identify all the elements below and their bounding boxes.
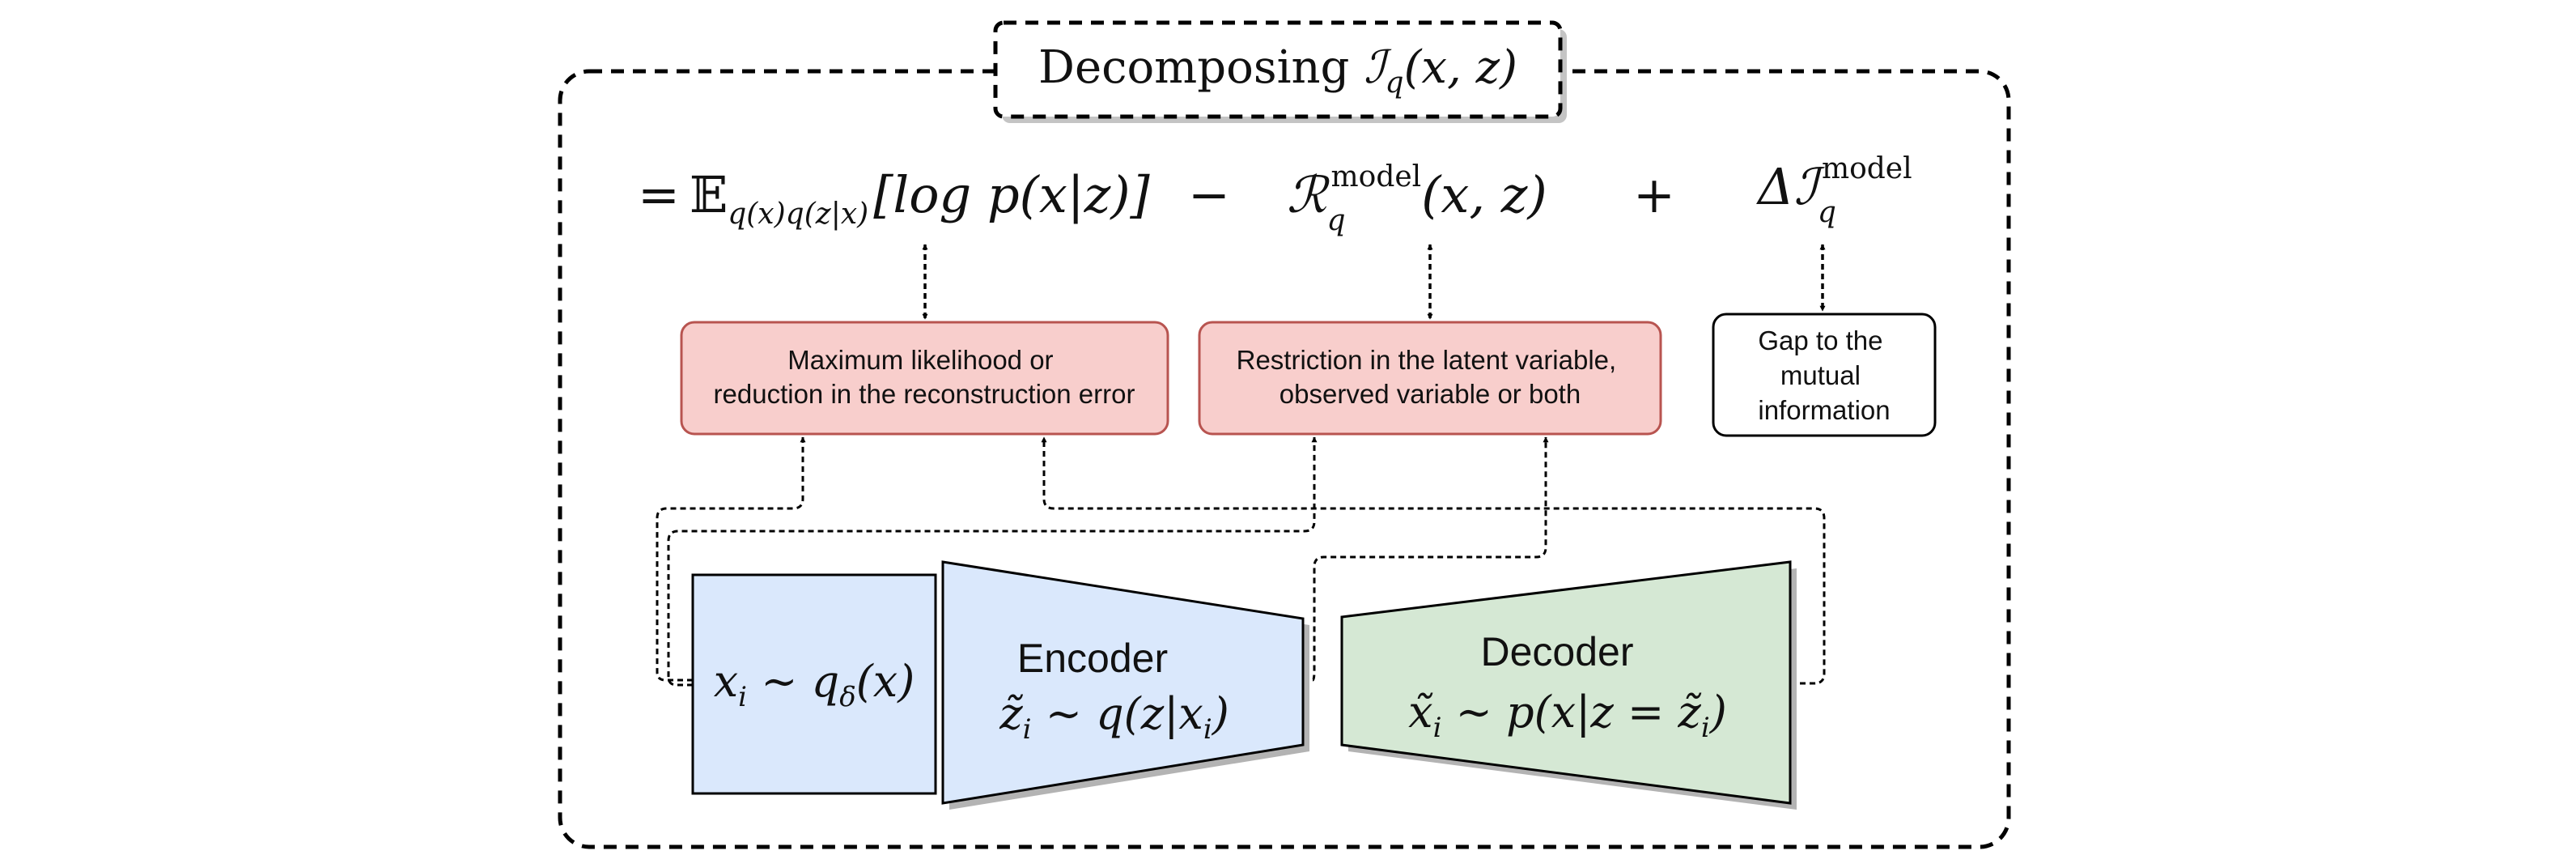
- decoder-to-likelihood-connector: [1041, 436, 1826, 685]
- equation-plus: +: [1633, 165, 1675, 224]
- input-to-restriction-connector: [667, 436, 1318, 687]
- likelihood-box-text: Maximum likelihood or reduction in the r…: [714, 345, 1135, 409]
- input-to-likelihood-connector: [656, 436, 806, 682]
- decoder-block: [1340, 560, 1792, 805]
- equation-expectation-term: =𝔼q(x)q(z|x)[log p(x|z)]: [638, 165, 1151, 231]
- encoder-label: Encoder: [1017, 636, 1168, 681]
- title-text: Decomposing ℐq(x, z): [1038, 41, 1517, 100]
- outer-frame: [558, 69, 2011, 849]
- decoder-formula: x̃i ∼ p(x|z = z̃i): [1408, 687, 1727, 744]
- equation-gap-term: Δℐqmodel: [1756, 152, 1912, 229]
- encoder-formula: z̃i ∼ q(z|xi): [999, 688, 1229, 746]
- input-block: [691, 573, 937, 795]
- equation-minus: −: [1188, 165, 1230, 224]
- gap-box: [1712, 313, 1937, 437]
- title-box: [993, 20, 1563, 119]
- restriction-box: [1198, 321, 1662, 436]
- gap-box-text: Gap to the mutual information: [1758, 325, 1890, 425]
- input-block-formula: xi ∼ qδ(x): [714, 656, 915, 713]
- decoder-label: Decoder: [1481, 629, 1634, 674]
- likelihood-box: [680, 321, 1169, 436]
- equation-regularizer-term: ℛqmodel(x, z): [1287, 160, 1547, 237]
- encoder-to-restriction-connector: [1303, 436, 1549, 682]
- restriction-box-text: Restriction in the latent variable, obse…: [1237, 345, 1624, 409]
- encoder-block: [941, 560, 1305, 805]
